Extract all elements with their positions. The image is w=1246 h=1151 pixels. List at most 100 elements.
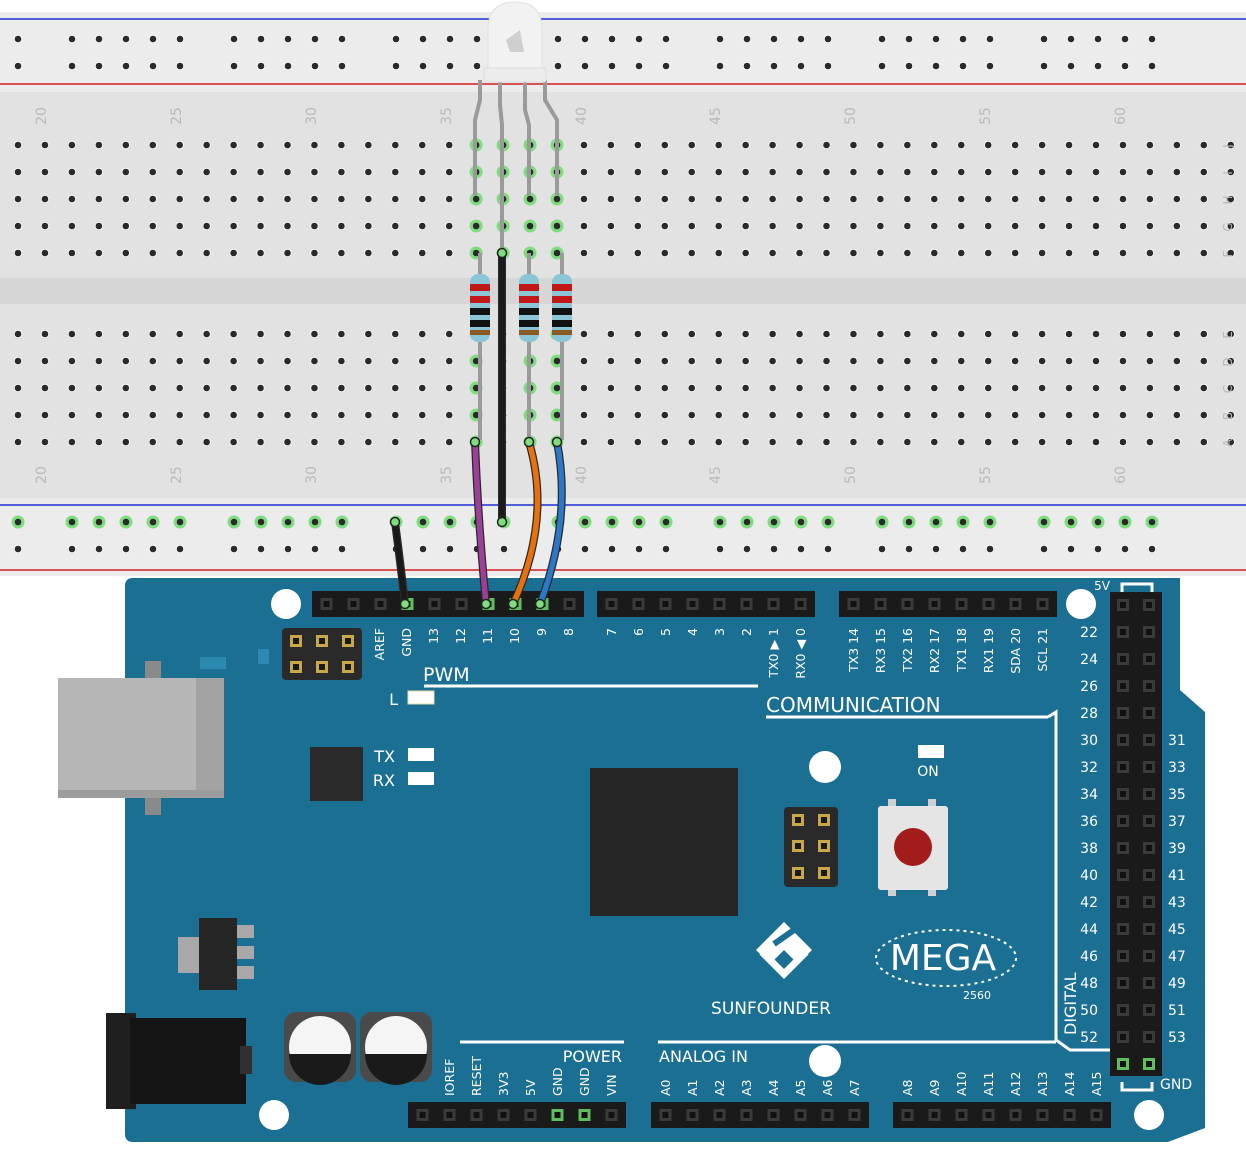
breadboard-hole-socket <box>1040 62 1048 70</box>
header-pin-socket <box>689 601 696 607</box>
breadboard-hole-socket <box>932 518 940 526</box>
usb-connector <box>58 661 224 815</box>
rgb-led <box>473 1 559 252</box>
breadboard-hole-socket <box>1038 168 1046 176</box>
breadboard-hole-socket <box>770 518 778 526</box>
breadboard-hole-socket <box>769 141 776 149</box>
breadboard-hole-socket <box>984 141 992 149</box>
breadboard-hole-socket <box>1092 168 1100 176</box>
breadboard-hole-socket <box>742 222 749 230</box>
green-channel-wire[interactable] <box>510 439 541 607</box>
breadboard-hole-socket <box>472 357 480 365</box>
row-letter: H <box>1221 195 1235 204</box>
breadboard-hole-socket <box>931 357 938 365</box>
resistors <box>470 253 572 440</box>
breadboard-hole-socket <box>1038 249 1046 257</box>
breadboard-hole-socket <box>931 384 938 392</box>
breadboard-hole-socket <box>472 411 480 419</box>
column-number-45: 45 <box>708 107 724 125</box>
resistor-band-black <box>519 320 539 327</box>
header-pin-socket <box>1120 602 1126 608</box>
breadboard-hole-socket <box>257 222 264 230</box>
breadboard-hole-socket <box>581 62 589 70</box>
led-l-label: L <box>389 690 398 709</box>
header-pin-socket <box>877 601 884 607</box>
breadboard-hole-socket <box>959 35 967 43</box>
breadboard-hole-socket <box>1119 411 1127 419</box>
power-label: POWER <box>563 1047 622 1066</box>
column-number-35: 35 <box>439 466 455 484</box>
resistor-band-red <box>470 284 490 291</box>
breadboard-hole-socket <box>445 411 453 419</box>
breadboard-hole-socket <box>445 168 453 176</box>
breadboard-hole-socket <box>311 62 319 70</box>
pin-label: A8 <box>900 1079 915 1096</box>
reset-button[interactable] <box>878 799 948 896</box>
breadboard-hole-socket <box>607 141 615 149</box>
breadboard-hole-socket <box>284 438 291 446</box>
column-number-40: 40 <box>574 107 590 125</box>
pin-label: 22 <box>1080 625 1098 641</box>
header-pin-socket <box>1146 1034 1152 1040</box>
breadboard-hole-socket <box>1067 35 1075 43</box>
breadboard-hole-socket <box>661 249 669 257</box>
breadboard-hole-socket <box>68 35 76 43</box>
breadboard-hole-socket <box>311 384 318 392</box>
red-channel-wire[interactable] <box>472 439 489 607</box>
breadboard-hole-socket <box>580 141 588 149</box>
breadboard-hole-socket <box>770 62 778 70</box>
breadboard-hole-socket <box>984 330 992 338</box>
breadboard-hole-socket <box>1067 62 1075 70</box>
mounting-hole <box>809 1045 841 1077</box>
header-pin-socket <box>500 1112 507 1118</box>
breadboard-hole-socket <box>688 141 696 149</box>
pin-header <box>408 1102 626 1128</box>
breadboard-hole-socket <box>634 249 642 257</box>
breadboard-hole-socket <box>770 35 778 43</box>
pin-label: A9 <box>927 1079 942 1096</box>
resistor-band-black <box>552 320 572 327</box>
breadboard-hole-socket <box>445 438 453 446</box>
pin-label: 46 <box>1080 949 1098 965</box>
breadboard-hole-socket <box>823 357 830 365</box>
resistor-band-red <box>470 296 490 303</box>
breadboard-hole-socket <box>850 249 857 257</box>
pin-label: AREF <box>372 628 387 660</box>
breadboard-hole-socket <box>14 545 22 553</box>
breadboard-hole-socket <box>580 168 588 176</box>
breadboard-hole-socket <box>554 35 562 43</box>
wire-end <box>496 247 508 259</box>
breadboard-hole-socket <box>68 62 76 70</box>
breadboard-hole-socket <box>986 518 994 526</box>
breadboard-hole-socket <box>607 249 615 257</box>
breadboard-hole-socket <box>1119 438 1127 446</box>
breadboard-hole-socket <box>122 357 130 365</box>
breadboard-hole-socket <box>446 35 454 43</box>
blue-channel-wire[interactable] <box>537 439 565 607</box>
breadboard-hole-socket <box>230 62 238 70</box>
icsp-header <box>784 807 838 887</box>
breadboard-hole-socket <box>41 222 49 230</box>
gnd-wire[interactable] <box>392 519 408 607</box>
breadboard-hole-socket <box>284 168 291 176</box>
column-number-25: 25 <box>169 107 185 125</box>
header-pin-socket <box>1146 926 1152 932</box>
breadboard-hole-socket <box>41 330 49 338</box>
breadboard-hole-socket <box>715 222 722 230</box>
column-number-50: 50 <box>843 107 859 125</box>
icsp-pin-core <box>345 638 351 644</box>
pin-label: A1 <box>685 1079 700 1096</box>
breadboard-hole-socket <box>634 168 642 176</box>
breadboard-hole-socket <box>742 168 749 176</box>
pin-label: A14 <box>1062 1071 1077 1096</box>
breadboard-hole-socket <box>338 330 345 338</box>
breadboard-hole-socket <box>1146 330 1154 338</box>
breadboard-hole-socket <box>392 141 399 149</box>
breadboard-hole-socket <box>661 384 669 392</box>
header-pin-socket <box>1120 818 1126 824</box>
breadboard-hole-socket <box>904 411 911 419</box>
breadboard-hole-socket <box>176 141 183 149</box>
pin-label: A5 <box>793 1079 808 1096</box>
breadboard-hole-socket <box>472 222 480 230</box>
breadboard-hole-socket <box>446 518 454 526</box>
